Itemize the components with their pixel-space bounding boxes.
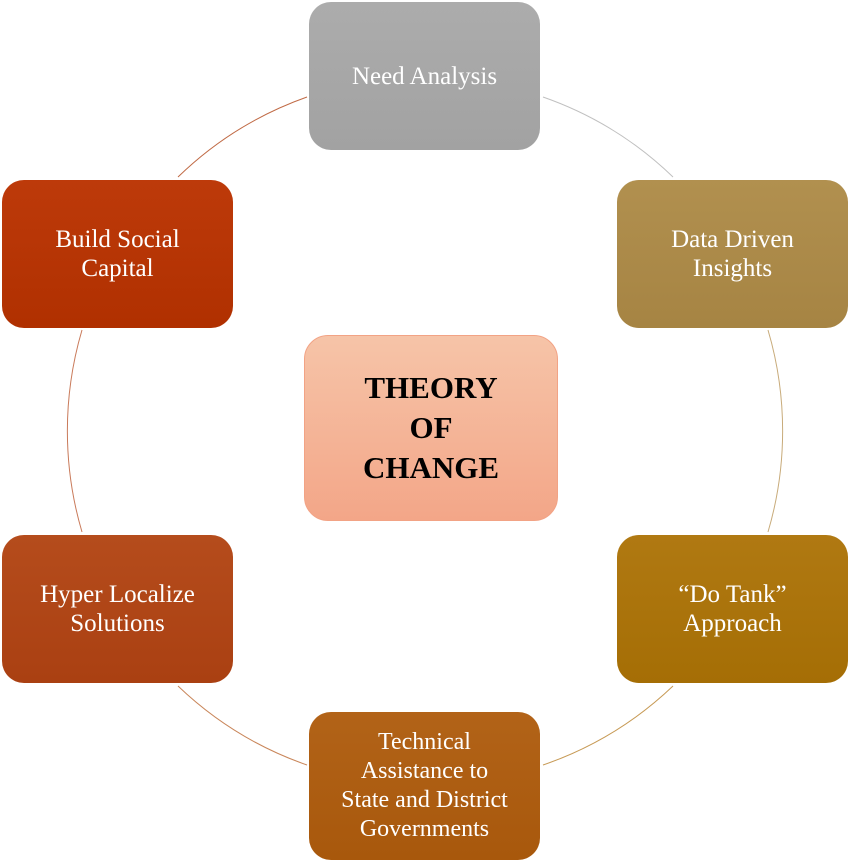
need-analysis-line-1: Need Analysis	[351, 62, 498, 90]
build-social-capital-box: Build Social Capital	[2, 180, 233, 328]
do-tank-approach-box: “Do Tank” Approach	[617, 535, 848, 683]
technical-assistance-line-2: Assistance to	[360, 758, 489, 784]
ring-arc-need-to-data	[542, 96, 674, 178]
hyper-localize-solutions-line-1: Hyper Localize	[40, 581, 195, 608]
ring-arc-dotank-to-tech	[542, 685, 674, 766]
technical-assistance-line-1: Technical	[378, 729, 471, 755]
ring-arc-data-to-dotank	[767, 329, 784, 533]
theory-of-change-center-box: THEORY OF CHANGE	[304, 335, 558, 521]
ring-arc-social-to-need	[177, 96, 308, 178]
technical-assistance-box: Technical Assistance to State and Distri…	[309, 712, 540, 860]
center-title-line-2: OF	[409, 410, 453, 445]
build-social-capital-line-1: Build Social	[55, 226, 180, 253]
do-tank-approach-line-1: “Do Tank”	[678, 581, 787, 608]
do-tank-approach-line-2: Approach	[683, 610, 782, 637]
ring-arc-tech-to-hyper	[177, 685, 308, 766]
ring-arc-hyper-to-social	[66, 329, 83, 533]
center-title-line-3: CHANGE	[362, 450, 500, 485]
hyper-localize-solutions-line-2: Solutions	[70, 610, 165, 637]
need-analysis-box: Need Analysis	[309, 2, 540, 150]
data-driven-insights-line-1: Data Driven	[671, 226, 794, 253]
data-driven-insights-box: Data Driven Insights	[617, 180, 848, 328]
data-driven-insights-line-2: Insights	[692, 255, 773, 282]
technical-assistance-line-3: State and District	[341, 787, 508, 813]
hyper-localize-solutions-box: Hyper Localize Solutions	[2, 535, 233, 683]
center-title-line-1: THEORY	[364, 370, 498, 405]
build-social-capital-line-2: Capital	[81, 255, 154, 282]
technical-assistance-line-4: Governments	[359, 816, 490, 842]
